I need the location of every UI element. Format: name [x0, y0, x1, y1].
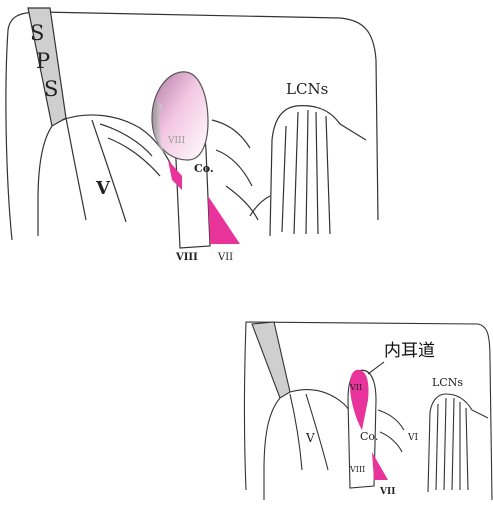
bottom-iac-leader — [367, 361, 385, 375]
top-label-viii-tumor: VIII — [167, 136, 186, 146]
bottom-vii-lower-segment — [372, 452, 388, 480]
top-cranial-outline — [5, 11, 379, 241]
top-label-sps-s2: S — [44, 77, 58, 101]
bottom-cranial-outline — [243, 321, 493, 501]
bottom-petrous-contour — [263, 397, 281, 500]
top-labels: S P S LCNs V VIII Co. VIII VII — [30, 21, 328, 263]
bottom-label-co: Co. — [360, 430, 378, 443]
top-tumor-side — [152, 100, 164, 154]
top-label-sps-p: P — [36, 49, 50, 73]
top-cochlear-lines — [211, 119, 259, 221]
bottom-label-vii-upper: VII — [349, 383, 362, 392]
top-tumor — [151, 71, 209, 161]
top-label-vii: VII — [217, 252, 233, 263]
bottom-vii-upper-segment — [350, 369, 369, 430]
bottom-label-vi: VI — [407, 433, 418, 443]
top-label-v: V — [95, 178, 111, 199]
top-lcns-bundle — [269, 105, 367, 237]
bottom-label-v: V — [305, 431, 315, 445]
top-nerve-fiber-1 — [99, 123, 153, 157]
top-label-lcns: LCNs — [286, 80, 328, 98]
top-nerve-fiber-2 — [107, 137, 161, 177]
top-trigeminal-nerve — [65, 117, 127, 223]
bottom-cochlear-lines — [377, 409, 405, 453]
bottom-labels: 内耳道 LCNs VII Co. VI V VIII VII — [305, 341, 463, 497]
bottom-sps-band — [251, 321, 291, 399]
bottom-label-iac: 内耳道 — [384, 341, 435, 361]
bottom-label-vii-lower: VII — [379, 487, 395, 497]
top-vii-upper-segment — [168, 160, 182, 190]
bottom-trigeminal-nerve — [289, 393, 329, 471]
top-diagram — [5, 7, 379, 249]
top-petrous-contour — [37, 125, 53, 236]
bottom-lcns-bundle — [427, 393, 489, 493]
top-tentorial-edge — [61, 114, 177, 177]
top-label-viii: VIII — [175, 252, 198, 263]
top-label-co: Co. — [194, 162, 214, 175]
bottom-diagram — [243, 321, 493, 501]
top-lcns-base — [249, 195, 271, 217]
top-vii-lower-segment — [208, 196, 240, 244]
top-label-sps-s1: S — [30, 21, 44, 45]
bottom-label-viii: VIII — [349, 465, 365, 474]
bottom-label-lcns: LCNs — [432, 376, 463, 389]
